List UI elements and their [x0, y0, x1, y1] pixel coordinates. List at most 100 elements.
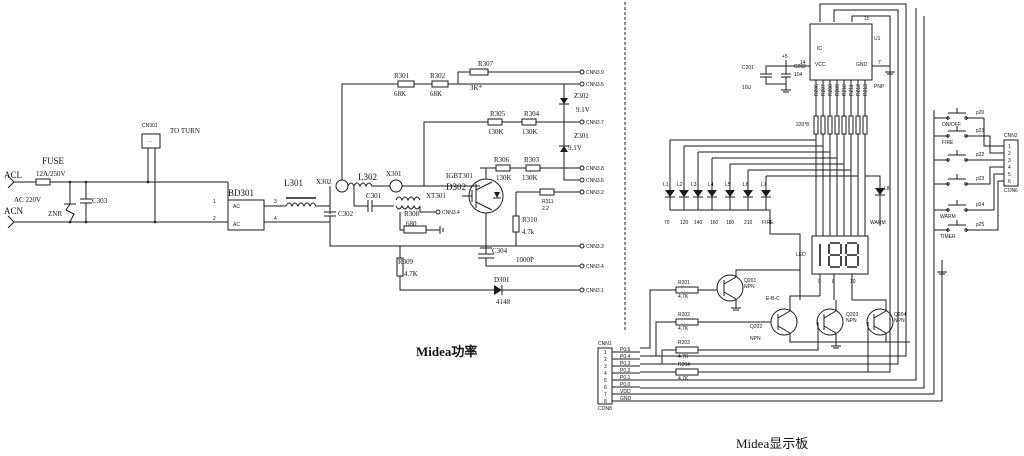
- cnn1-pin-7: 7: [604, 392, 607, 398]
- cnn3-pin-4-upper: CNN3.4: [442, 210, 460, 216]
- base-resistors: R201 4.7K R202 4.7K R203 4.7K R204 4.7K: [640, 280, 869, 382]
- d302-ref: D302: [446, 182, 466, 192]
- cnn2-pin-4: 4: [1008, 165, 1011, 171]
- q202-ref: Q202: [750, 324, 762, 330]
- q204-type: NPN: [894, 318, 905, 324]
- p20-ref: p20: [976, 110, 985, 116]
- l301-inductor: L301: [284, 178, 330, 208]
- cnn3-pin-2: CNN3.2: [586, 190, 604, 196]
- display-label: LED: [796, 252, 806, 258]
- r208-ref: R208: [828, 84, 834, 96]
- l5-ref: L5: [725, 182, 731, 188]
- switch-p22: p22: [934, 150, 985, 162]
- r306-ref: R306: [494, 156, 510, 164]
- r302-symbol: [431, 80, 449, 88]
- r203-ref: R203: [678, 340, 690, 346]
- u1-side-label: IC: [817, 46, 822, 52]
- x301-coil: X301 XT301: [386, 170, 480, 213]
- p20-label: ON/OFF: [942, 122, 961, 128]
- r201-value: 4.7K: [678, 294, 689, 300]
- p22-ref: p22: [976, 152, 985, 158]
- r301-symbol: [397, 80, 415, 88]
- l8-value: WARM: [870, 220, 886, 226]
- u1-gnd: GND: [856, 62, 868, 68]
- l6-value: 210: [744, 220, 753, 226]
- cnn2-pin-2: 2: [1008, 151, 1011, 157]
- igbt301-ref: IGBT301: [446, 172, 473, 180]
- cnn1-connector: CNN1 CON8 1 2 3 4 5 6 7 8 P0.5 P0.4 P0.3…: [597, 341, 942, 412]
- q203-transistor: Q203 NPN: [816, 300, 858, 349]
- mains-input: ACL ACN AC 220V FUSE 12A/250V ZNR C303: [4, 156, 228, 229]
- z302-ref: Z302: [574, 92, 589, 100]
- switch-p25: p25 TIMER: [934, 220, 985, 240]
- l3-value: 140: [694, 220, 703, 226]
- cnn3-pin-6: CNN3.6: [586, 178, 604, 184]
- q204-transistor: Q204 NPN: [852, 299, 906, 342]
- r305-symbol: [487, 118, 503, 126]
- r309-value: 4.7K: [404, 270, 418, 278]
- r305-ref: R305: [490, 110, 506, 118]
- display-board-title: Midea显示板: [736, 436, 808, 451]
- c302-capacitor: C302: [324, 210, 580, 247]
- display-board: U1 15 IC VCC GND 14 7 PNP +5 C201 10U C2…: [597, 3, 1019, 451]
- r301-value: 68K: [394, 90, 406, 98]
- led-l3: L3 140: [691, 152, 703, 226]
- cnn1-sig-p03: P0.3: [620, 361, 631, 367]
- bd301-ref: BD301: [228, 188, 254, 198]
- cnn3-pin-3: CNN3.3: [586, 244, 604, 250]
- c301-capacitor: C301: [353, 186, 394, 212]
- r201-ref: R201: [678, 280, 690, 286]
- u1-pnp: PNP: [874, 84, 885, 90]
- c302-ref: C302: [338, 210, 354, 218]
- l7-value: FIRE: [762, 220, 774, 226]
- l4-value: 160: [710, 220, 719, 226]
- x302-ref: X302: [316, 178, 332, 186]
- switch-p21: p21 FIRE: [934, 126, 985, 146]
- cnn1-sig-p02: P0.2: [620, 368, 631, 374]
- r202-ref: R202: [678, 312, 690, 318]
- r307-value: 3K*: [470, 84, 483, 92]
- r304-symbol: [521, 118, 537, 126]
- r203-value: 4.7K: [678, 354, 689, 360]
- p23-ref: p23: [976, 176, 985, 182]
- r209-ref: R209: [835, 84, 841, 96]
- u1-top-pin: 15: [864, 16, 870, 22]
- cnn2-foot: CON6: [1004, 188, 1018, 194]
- led-l2: L2 120: [677, 146, 689, 226]
- r212-ref: R212: [856, 84, 862, 96]
- switch-column: p20 ON/OFF p21 FIRE p22 p23: [933, 108, 1004, 401]
- r303-value: 130K: [522, 174, 538, 182]
- z301-value: 9.1V: [568, 144, 582, 152]
- r310-ref: R310: [522, 216, 538, 224]
- seven-seg-display: LED 9 8 10: [796, 235, 869, 300]
- r309-d301: R309 4.7K D301 4148: [396, 246, 580, 306]
- cnn1-sig-p00: P0.0: [620, 382, 631, 388]
- z301-zener: Z301 9.1V: [559, 122, 589, 168]
- p25-label: TIMER: [940, 234, 956, 240]
- l1-value: 70: [664, 220, 670, 226]
- r301-ref: R301: [394, 72, 410, 80]
- c304-value: 1000P: [516, 256, 534, 264]
- cn301-label: TO TURN: [170, 127, 200, 135]
- fuse-rating: 12A/250V: [36, 170, 66, 178]
- c201-ref: C201: [742, 65, 754, 71]
- p21-ref: p21: [976, 128, 985, 134]
- r210-ref: R210: [842, 84, 848, 96]
- led-l1: L1 70: [663, 140, 770, 226]
- r308-ref: R308: [404, 210, 420, 218]
- r207-ref: R207: [821, 84, 827, 96]
- bd301-pin-1: 1: [213, 199, 216, 205]
- q202-note: E-B-C: [766, 296, 780, 302]
- cnn3-pin-9: CNN3.9: [586, 70, 604, 76]
- switch-p23: p23: [934, 174, 985, 186]
- l6-ref: L6: [743, 182, 749, 188]
- r304-ref: R304: [524, 110, 540, 118]
- l2-value: 120: [680, 220, 689, 226]
- cnn2-pin-3: 3: [1008, 158, 1011, 164]
- l4-ref: L4: [708, 182, 714, 188]
- power-board-title: Midea功率: [416, 344, 477, 359]
- q203-ref: Q203: [846, 312, 858, 318]
- cn301-connector: CN301 - - TO TURN: [141, 123, 200, 224]
- cnn1-sig-p04: P0.4: [620, 354, 631, 360]
